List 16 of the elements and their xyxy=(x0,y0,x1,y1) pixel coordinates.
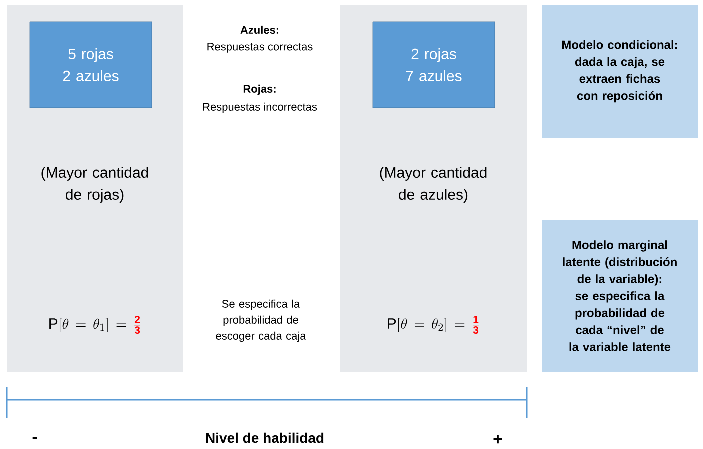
box-square: 2 rojas 7 azules xyxy=(372,22,496,108)
probability-formula: $\mathrm{P}[\theta = \theta_{1}] = {\color{red}\mathbf{\frac{2}{3}}}$ xyxy=(50,316,140,334)
axis-label: Nivel de habilidad xyxy=(206,432,324,444)
caption-text: (Mayor cantidad de rojas) xyxy=(42,167,148,203)
caption-text: (Mayor cantidad de azules) xyxy=(380,167,487,203)
note-box: Modelo marginal latente (distribución de la variable): se especifica la probabilidad de cada “nivel” de la variable latente xyxy=(542,220,698,372)
note-text: Se especifica la probabilidad de escoger cada caja xyxy=(216,300,306,342)
legend-heading: Azules: xyxy=(240,26,278,34)
legend-text: Respuestas incorrectas xyxy=(203,102,318,114)
probability-formula: $\mathrm{P}[\theta = \theta_{2}] = {\color{red}\mathbf{\frac{1}{3}}}$ xyxy=(388,316,479,334)
legend-text: Respuestas correctas xyxy=(208,43,313,53)
box-square: 5 rojas 2 azules xyxy=(30,22,152,108)
scale-end-sign: + xyxy=(494,435,502,444)
scale-end-sign: - xyxy=(32,437,38,440)
note-box: Modelo condicional: dada la caja, se extraen fichas con reposición xyxy=(542,5,698,138)
legend-heading: Rojas: xyxy=(244,84,276,96)
